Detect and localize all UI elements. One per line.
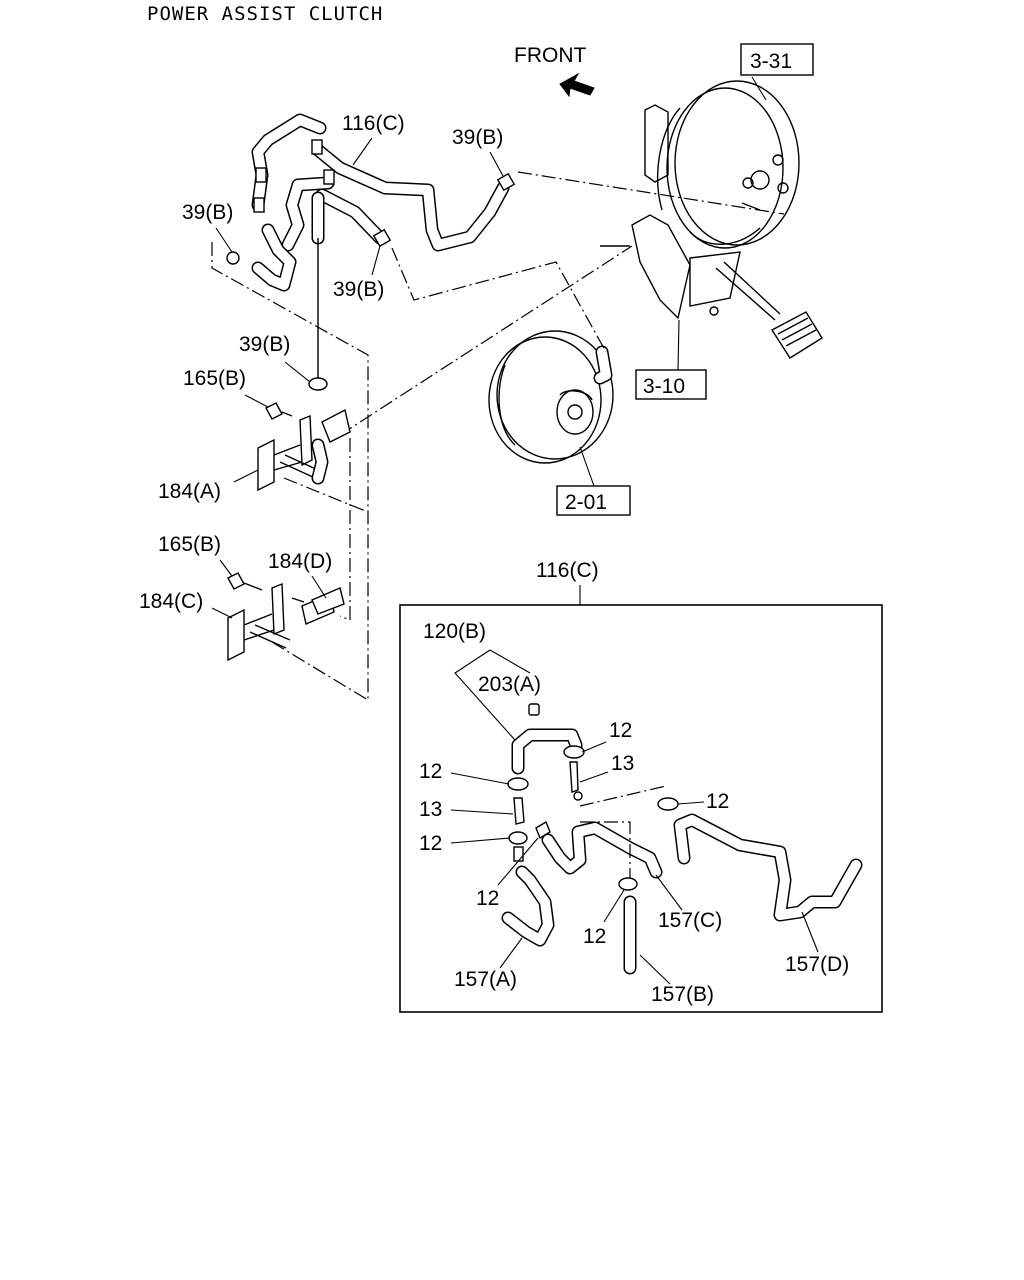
label-hose-157b: 157(B) xyxy=(651,983,714,1006)
label-clip-12-d: 12 xyxy=(706,790,729,813)
label-hose-157c: 157(C) xyxy=(658,909,722,932)
label-cap-203a: 203(A) xyxy=(478,673,541,696)
label-clip-mid: 39(B) xyxy=(333,278,384,301)
ref-2-01: 2-01 xyxy=(565,491,607,514)
ref-box-2-01[interactable]: 2-01 xyxy=(556,485,631,516)
ref-3-10: 3-10 xyxy=(643,375,685,398)
detail-hoses xyxy=(501,703,863,975)
diagram-title: POWER ASSIST CLUTCH xyxy=(147,3,384,25)
label-hose-upper: 116(C) xyxy=(342,112,405,135)
label-clip-12-b: 12 xyxy=(419,760,442,783)
bracket-184c-drawing xyxy=(227,572,345,662)
front-arrow-icon xyxy=(559,72,595,98)
label-hose-157d: 157(D) xyxy=(785,953,849,976)
label-conn-13-a: 13 xyxy=(611,752,634,775)
label-hose-157a: 157(A) xyxy=(454,968,517,991)
label-clip-12-c: 12 xyxy=(419,832,442,855)
label-clip-12-e: 12 xyxy=(476,887,499,910)
label-bolt-lower: 165(B) xyxy=(158,533,221,556)
clutch-master-drawing xyxy=(488,330,614,464)
label-clip-12-a: 12 xyxy=(609,719,632,742)
label-bracket-a: 184(A) xyxy=(158,480,221,503)
bracket-184a-drawing xyxy=(257,377,351,492)
label-pipe-120b: 120(B) xyxy=(423,620,486,643)
ref-box-3-10[interactable]: 3-10 xyxy=(635,369,707,400)
label-clip-top-right: 39(B) xyxy=(452,126,503,149)
detail-box xyxy=(399,604,883,1013)
brake-booster-drawing xyxy=(600,80,823,359)
label-bracket-c: 184(C) xyxy=(139,590,203,613)
label-detail-title: 116(C) xyxy=(536,559,599,582)
ref-box-3-31[interactable]: 3-31 xyxy=(740,43,814,76)
upper-hose-assembly xyxy=(211,113,785,701)
label-clip-12-f: 12 xyxy=(583,925,606,948)
label-conn-13-b: 13 xyxy=(419,798,442,821)
label-bracket-d: 184(D) xyxy=(268,550,332,573)
label-bolt-upper: 165(B) xyxy=(183,367,246,390)
label-clip-left: 39(B) xyxy=(182,201,233,224)
ref-3-31: 3-31 xyxy=(750,50,792,73)
label-clip-lower: 39(B) xyxy=(239,333,290,356)
front-label: FRONT xyxy=(514,44,586,67)
